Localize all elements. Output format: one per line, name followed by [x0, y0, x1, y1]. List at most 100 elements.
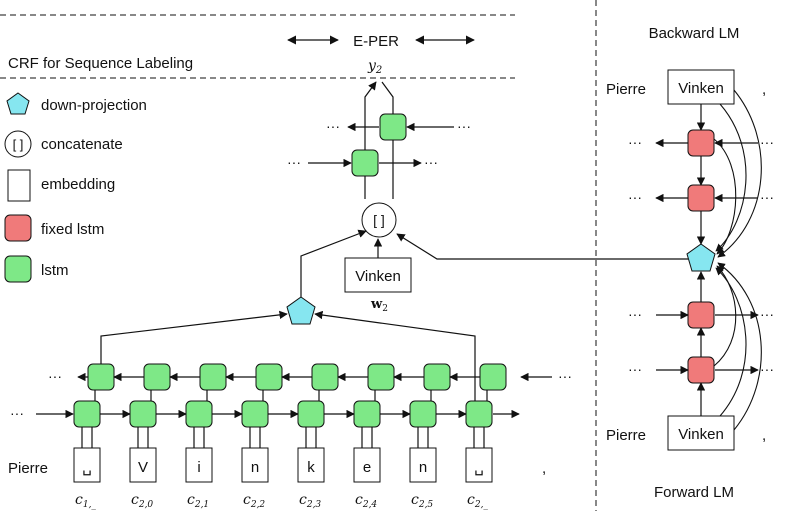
word-lstm-forward-ellipsis-left: ··· [287, 154, 301, 170]
backward-lm-cell-1 [687, 129, 715, 157]
flm-ellipsis-r1: ··· [760, 306, 774, 322]
char-embedding-box [185, 447, 213, 483]
char-embedding-box [241, 447, 269, 483]
char-embedding-text: i [197, 459, 200, 476]
char-backward-ellipsis-left: ··· [48, 368, 62, 384]
char-backward-lstm-cell [143, 363, 171, 391]
flm-skip-curve-2 [717, 262, 762, 431]
char-embedding-box [409, 447, 437, 483]
char-forward-lstm-cell [129, 400, 157, 428]
char-variable-label: c2,4 [355, 492, 377, 510]
forward-to-output-line [364, 81, 377, 150]
backward-lm-cell-2 [687, 184, 715, 212]
forward-lm-word-text: Vinken [678, 426, 724, 443]
forward-lm-word-pierre: Pierre [606, 427, 646, 444]
blm-ellipsis-r1: ··· [760, 134, 774, 150]
char-backward-lstm-cell [255, 363, 283, 391]
word-lstm-forward-ellipsis-right: ··· [424, 154, 438, 170]
legend-concatenate-icon [4, 130, 32, 158]
char-variable-label: c2,5 [411, 492, 433, 510]
char-embedding-text: ␣ [82, 459, 92, 476]
concatenate-node-symbol: [ ] [373, 212, 385, 228]
char-lstm-layer: ·········␣c1,_Vc2,0ic2,1nc2,2kc2,3ec2,4n… [10, 310, 572, 510]
word-lstm-backward-ellipsis-left: ··· [326, 118, 340, 134]
legend-concatenate-symbol: [ ] [13, 137, 24, 152]
legend: down-projection [ ] concatenate embeddin… [4, 92, 147, 283]
char-variable-label: c2,1 [187, 492, 209, 510]
backward-lm-word-pierre: Pierre [606, 81, 646, 98]
char-trailing-comma: , [542, 460, 546, 477]
char-proj-to-concat-line [300, 229, 367, 297]
word-lstm-stack: ··· ··· ··· ··· [287, 81, 471, 199]
word-embedding-variable: w2 [370, 297, 388, 314]
char-embedding-text: e [363, 459, 371, 476]
blm-ellipsis-r2: ··· [760, 189, 774, 205]
concatenate-node [361, 202, 397, 238]
left-word-pierre: Pierre [8, 460, 48, 477]
backward-lm-word-text: Vinken [678, 80, 724, 97]
char-down-projection [286, 296, 316, 325]
word-lstm-forward-cell [351, 149, 379, 177]
forward-lm-cell-2 [687, 356, 715, 384]
output-tag: E-PER [353, 33, 399, 50]
legend-lstm-icon [4, 255, 32, 283]
legend-label-embedding: embedding [41, 176, 115, 193]
blm-ellipsis-l2: ··· [628, 189, 642, 205]
word-embedding-text: Vinken [355, 268, 401, 285]
backward-lm-comma: , [762, 81, 766, 98]
blm-skip-curve-2 [717, 89, 762, 258]
char-backward-lstm-cell [479, 363, 507, 391]
char-embedding-text: ␣ [474, 459, 484, 476]
char-variable-label: c2,_ [467, 492, 488, 510]
forward-lm-title: Forward LM [654, 484, 734, 501]
legend-label-lstm: lstm [41, 262, 69, 279]
char-last-to-projection-line [314, 310, 476, 401]
char-backward-lstm-cell [367, 363, 395, 391]
char-variable-label: c1,_ [75, 492, 96, 510]
char-forward-lstm-cell [73, 400, 101, 428]
char-backward-lstm-cell [311, 363, 339, 391]
lm-proj-to-concat-line [396, 233, 688, 260]
char-backward-lstm-cell [87, 363, 115, 391]
char-embedding-box [129, 447, 157, 483]
backward-to-output-line [381, 81, 394, 114]
char-first-to-projection-line [100, 310, 288, 364]
char-embedding-text: k [307, 459, 315, 476]
char-embedding-box [465, 447, 493, 483]
flm-ellipsis-l2: ··· [628, 361, 642, 377]
flm-ellipsis-r2: ··· [760, 361, 774, 377]
char-embedding-text: V [138, 459, 148, 476]
char-backward-lstm-cell [423, 363, 451, 391]
char-forward-lstm-cell [297, 400, 325, 428]
crf-title: CRF for Sequence Labeling [8, 55, 193, 72]
forward-lm-cell-1 [687, 301, 715, 329]
char-embedding-box [73, 447, 101, 483]
lm-down-projection [686, 243, 716, 272]
language-model-panel: Backward LM Forward LM Pierre Vinken , P… [606, 25, 774, 501]
char-embedding-text: n [251, 459, 259, 476]
char-forward-ellipsis-left: ··· [10, 405, 24, 421]
output-variable: y2 [367, 58, 382, 76]
char-embedding-text: n [419, 459, 427, 476]
char-forward-lstm-cell [241, 400, 269, 428]
flm-skip-curve-3 [715, 267, 747, 417]
char-forward-lstm-cell [409, 400, 437, 428]
blm-ellipsis-l1: ··· [628, 134, 642, 150]
legend-label-concatenate: concatenate [41, 136, 123, 153]
char-variable-label: c2,0 [131, 492, 153, 510]
char-forward-lstm-cell [465, 400, 493, 428]
legend-label-fixed-lstm: fixed lstm [41, 221, 104, 238]
legend-label-down-projection: down-projection [41, 97, 147, 114]
char-backward-ellipsis-right: ··· [558, 368, 572, 384]
legend-down-projection-icon [6, 92, 30, 115]
legend-embedding-icon [7, 169, 31, 202]
char-forward-lstm-cell [353, 400, 381, 428]
blm-skip-curve-1 [713, 138, 737, 255]
char-backward-lstm-cell [199, 363, 227, 391]
char-variable-label: c2,3 [299, 492, 321, 510]
char-embedding-box [353, 447, 381, 483]
backward-lm-title: Backward LM [649, 25, 740, 42]
blm-skip-curve-3 [715, 103, 747, 252]
word-embedding-box [344, 257, 412, 293]
